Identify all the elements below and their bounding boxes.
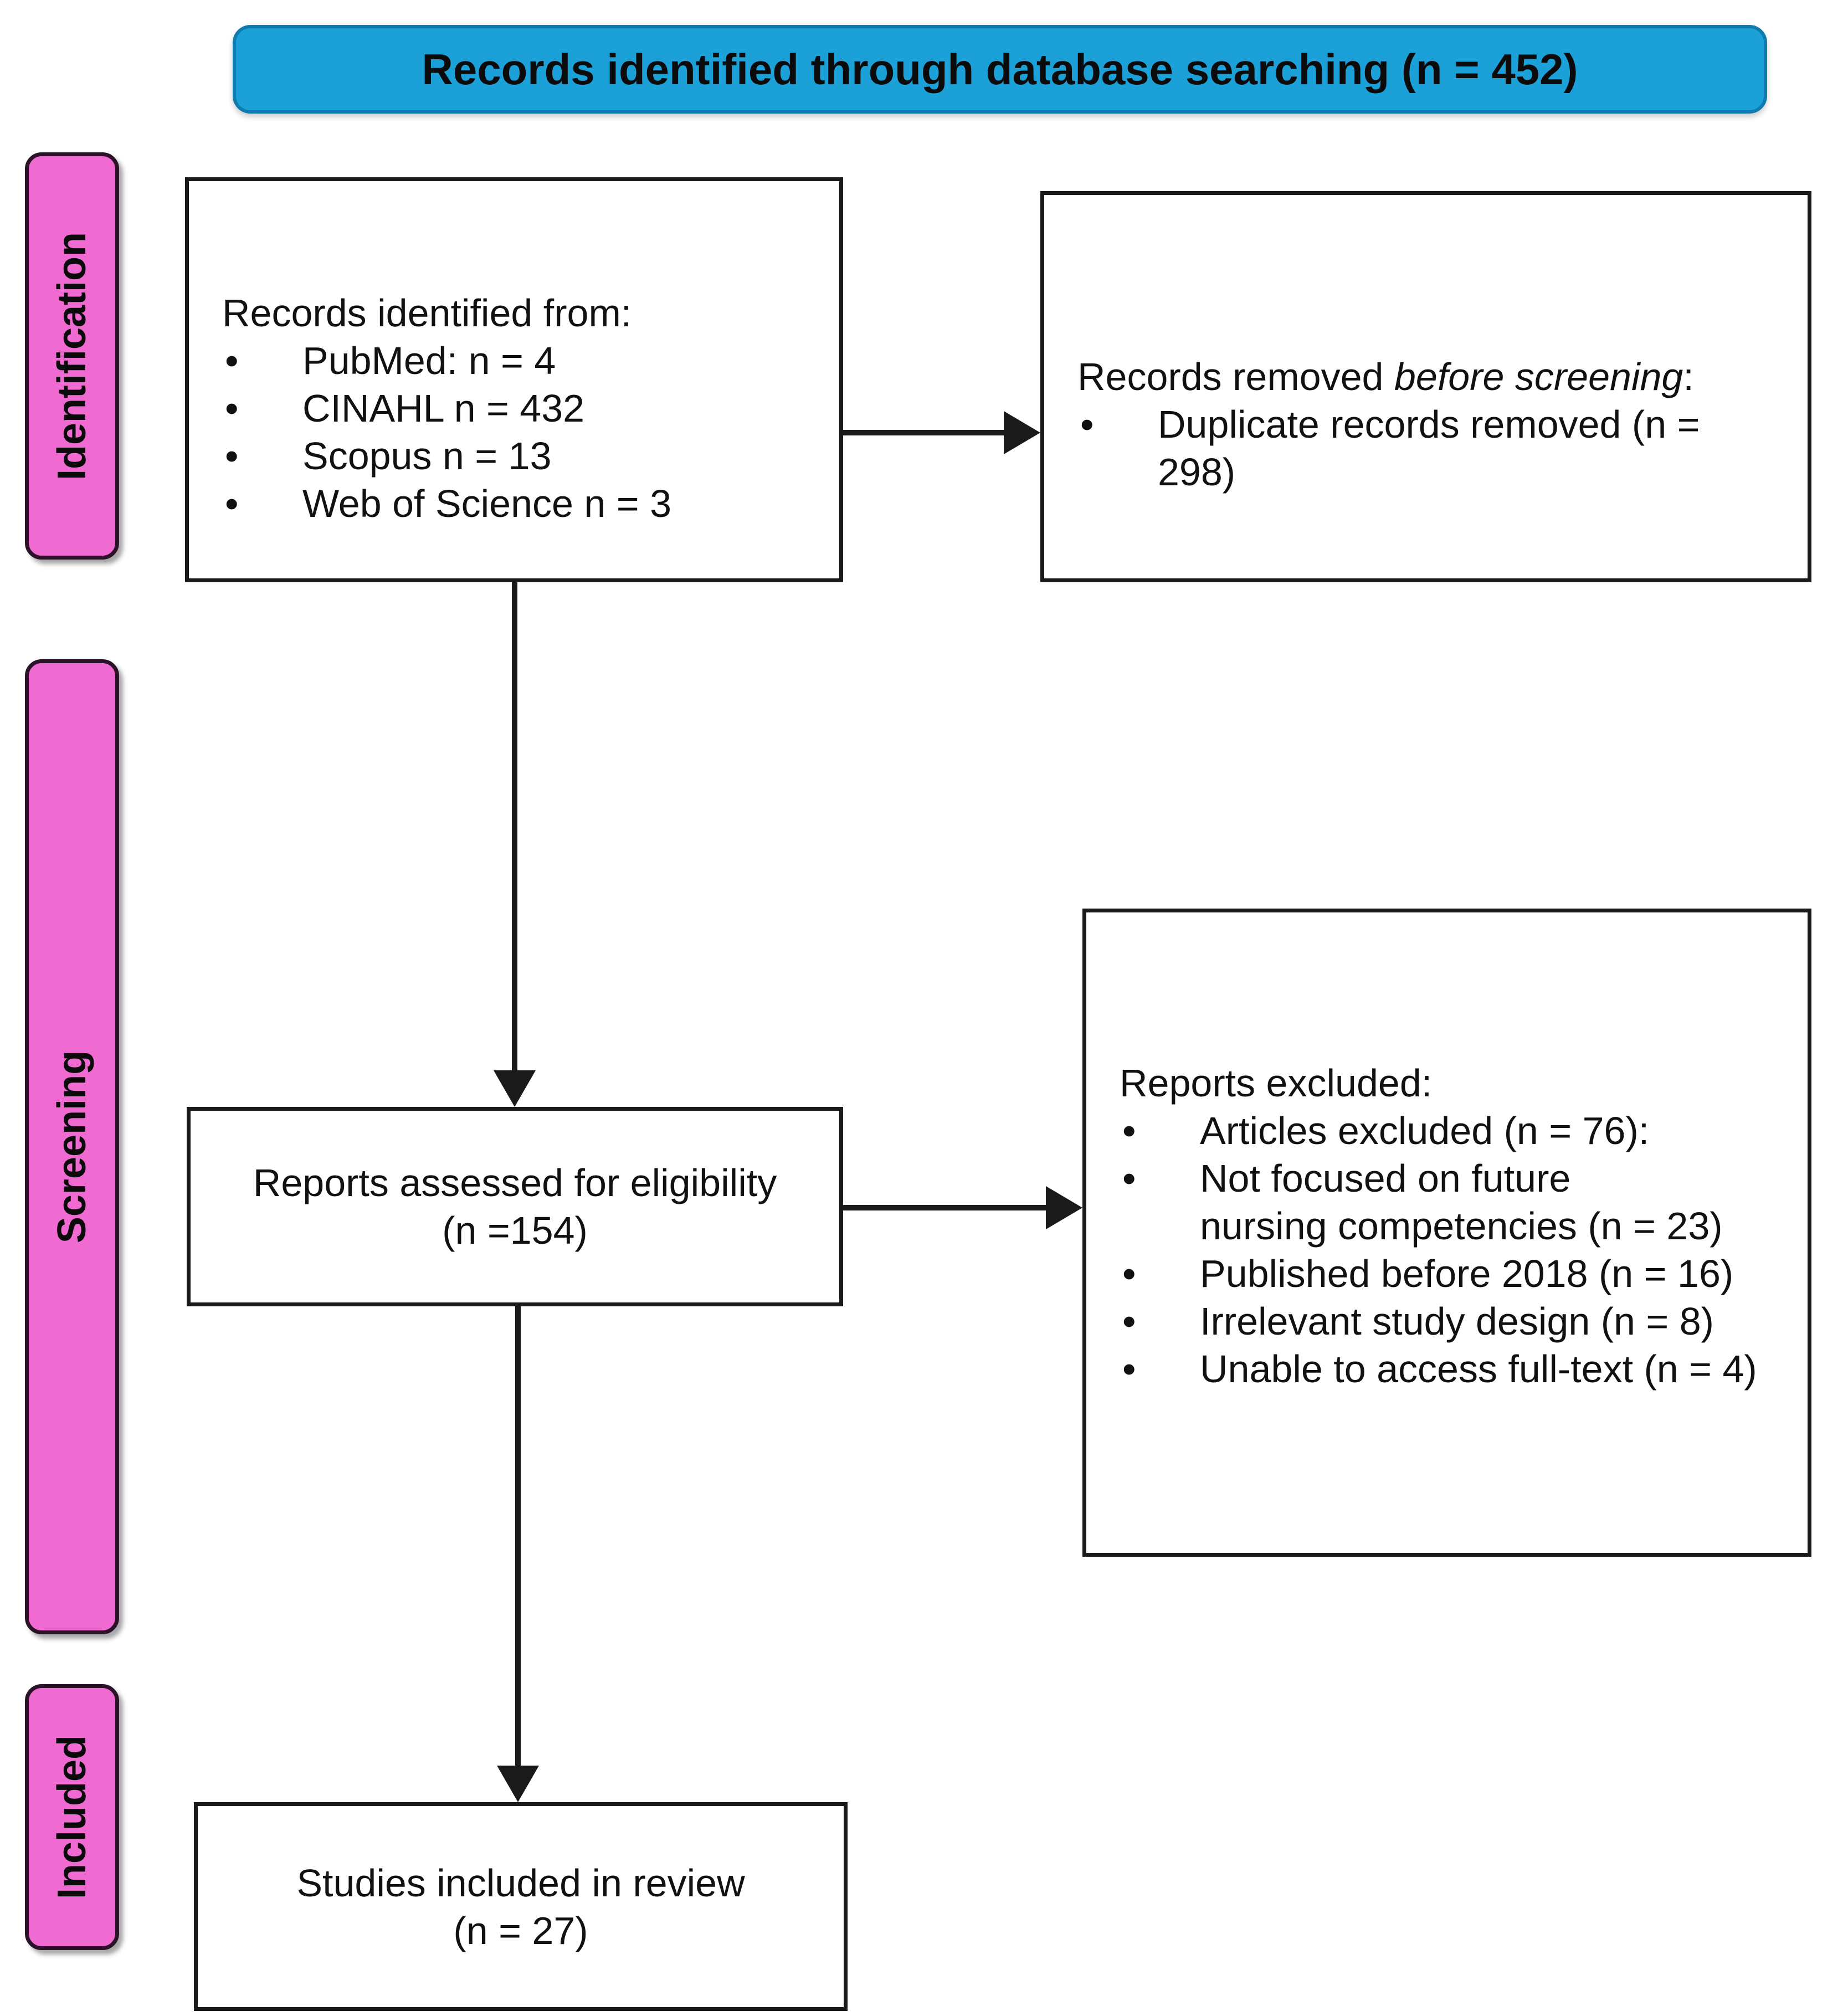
- bullet-articles-excluded: Articles excluded (n = 76):: [1200, 1109, 1650, 1152]
- stage-label-screening: Screening: [50, 1050, 94, 1244]
- list-item: Unable to access full-text (n = 4): [1120, 1345, 1785, 1393]
- records-identified-banner: Records identified through database sear…: [233, 25, 1767, 114]
- bullet-not-focused: Not focused on future nursing competenci…: [1200, 1157, 1723, 1248]
- box-studies-included-count: (n = 27): [453, 1909, 588, 1952]
- arrow-assessed-to-excluded-line: [843, 1205, 1047, 1210]
- list-item: CINAHL n = 432: [222, 384, 812, 432]
- box-reports-assessed-line1: Reports assessed for eligibility: [253, 1161, 777, 1204]
- heading-prefix: Records removed: [1077, 355, 1394, 398]
- box-reports-assessed-count: (n =154): [442, 1209, 588, 1252]
- bullet-cinahl: CINAHL n = 432: [302, 387, 585, 430]
- list-item: PubMed: n = 4: [222, 337, 812, 384]
- list-item: Articles excluded (n = 76):: [1120, 1107, 1785, 1155]
- bullet-scopus: Scopus n = 13: [302, 434, 552, 478]
- stage-bar-identification: Identification: [25, 152, 119, 560]
- list-item: Scopus n = 13: [222, 432, 812, 480]
- stage-label-identification: Identification: [50, 232, 94, 480]
- arrow-right-icon: [1004, 411, 1040, 454]
- box-reports-excluded-heading: Reports excluded:: [1120, 1061, 1433, 1105]
- box-reports-excluded: Reports excluded: Articles excluded (n =…: [1082, 909, 1811, 1557]
- box-studies-included: Studies included in review (n = 27): [194, 1802, 848, 2011]
- stage-bar-screening: Screening: [25, 659, 119, 1634]
- stage-bar-included: Included: [25, 1684, 119, 1950]
- heading-suffix: :: [1683, 355, 1694, 398]
- box-reports-assessed: Reports assessed for eligibility (n =154…: [187, 1107, 843, 1306]
- box-records-removed: Records removed before screening: Duplic…: [1040, 191, 1811, 582]
- arrow-assessed-to-included-line: [515, 1306, 521, 1767]
- stage-label-included: Included: [50, 1735, 95, 1900]
- arrow-identified-to-removed-line: [842, 430, 1005, 435]
- heading-italic: before screening: [1394, 355, 1683, 398]
- list-item: Irrelevant study design (n = 8): [1120, 1297, 1785, 1345]
- list-item: Duplicate records removed (n = 298): [1077, 401, 1780, 496]
- bullet-web-of-science: Web of Science n = 3: [302, 482, 672, 525]
- bullet-published-before-2018: Published before 2018 (n = 16): [1200, 1252, 1734, 1295]
- arrow-identified-to-assessed-line: [512, 582, 517, 1071]
- list-item: Web of Science n = 3: [222, 480, 812, 527]
- bullet-unable-fulltext: Unable to access full-text (n = 4): [1200, 1347, 1757, 1391]
- box-records-identified: Records identified from: PubMed: n = 4 C…: [185, 177, 843, 582]
- banner-label: Records identified through database sear…: [422, 44, 1578, 94]
- arrow-down-icon: [497, 1766, 539, 1802]
- bullet-pubmed: PubMed: n = 4: [302, 339, 556, 382]
- box-records-removed-heading: Records removed before screening:: [1077, 353, 1780, 401]
- box-studies-included-line1: Studies included in review: [296, 1861, 745, 1905]
- list-item: Published before 2018 (n = 16): [1120, 1250, 1785, 1297]
- bullet-irrelevant-design: Irrelevant study design (n = 8): [1200, 1300, 1714, 1343]
- list-item: Not focused on future nursing competenci…: [1120, 1155, 1785, 1250]
- arrow-right-icon: [1046, 1186, 1082, 1229]
- arrow-down-icon: [494, 1070, 536, 1107]
- box-records-identified-heading: Records identified from:: [222, 291, 632, 335]
- bullet-duplicates-removed: Duplicate records removed (n = 298): [1158, 403, 1700, 494]
